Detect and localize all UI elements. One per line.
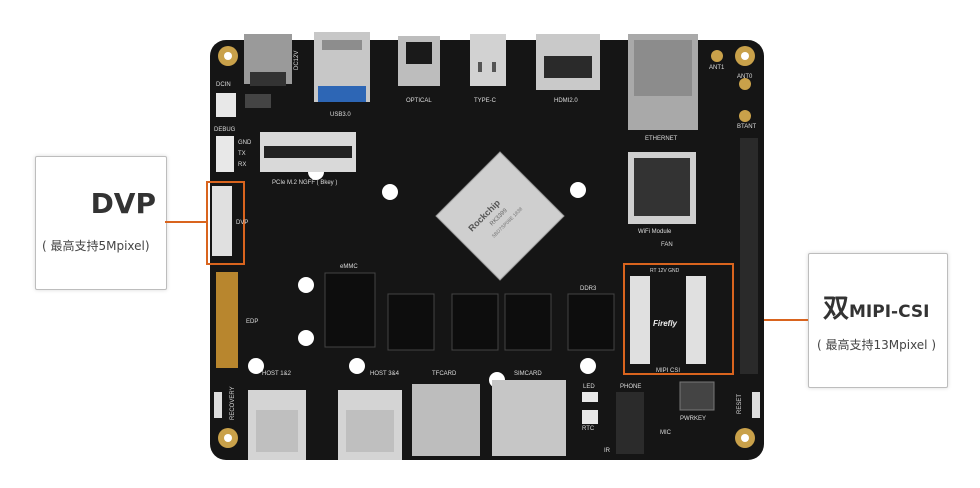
label-wifi: WiFi Module (638, 229, 672, 235)
mounting-hole-tl (218, 46, 238, 66)
label-typec: TYPE-C (474, 98, 497, 104)
label-rt12v: RT 12V GND (650, 268, 680, 274)
mipi-leader-line (733, 319, 808, 321)
label-pwrkey: PWRKEY (680, 416, 706, 422)
board-dot (298, 277, 314, 293)
label-phone: PHONE (620, 384, 641, 390)
label-host34: HOST 3&4 (370, 371, 400, 377)
label-ant1: ANT1 (709, 65, 725, 71)
dvp-callout: DVP ( 最高支持5Mpixel) (35, 156, 167, 290)
emmc-chip (324, 272, 376, 348)
label-ethernet: ETHERNET (645, 136, 678, 142)
mipi-csi-connector-2 (686, 276, 706, 364)
label-debug: DEBUG (214, 127, 236, 133)
label-dvp: DVP (236, 220, 248, 226)
label-fan: FAN (661, 242, 673, 248)
label-mic: MIC (660, 430, 672, 436)
reset-button (752, 392, 760, 418)
label-hdmi: HDMI2.0 (554, 98, 578, 104)
rtc-battery (582, 410, 598, 424)
typec-port (470, 34, 506, 86)
board-dot (382, 184, 398, 200)
board-dot (349, 358, 365, 374)
tfcard-slot (412, 384, 480, 456)
dvp-callout-subtitle: ( 最高支持5Mpixel) (42, 239, 150, 253)
label-usb3: USB3.0 (330, 112, 351, 118)
mipi-csi-connector-1 (630, 276, 650, 364)
dvp-highlight (206, 181, 245, 265)
label-reset: RESET (737, 394, 743, 414)
mipi-csi-highlight (623, 263, 734, 375)
phone-jack (616, 392, 644, 454)
dvp-connector (212, 186, 232, 256)
ddr3-chip-3 (504, 293, 552, 351)
label-led: LED (583, 384, 595, 390)
label-dc12v: DC12V (294, 51, 300, 70)
simcard-slot (492, 380, 566, 456)
mipi-callout: 双MIPI-CSI ( 最高支持13Mpixel ) (808, 253, 948, 388)
mipi-callout-title-main: MIPI-CSI (849, 302, 930, 322)
ddr3-chip-4 (567, 293, 615, 351)
label-pcie: PCIe M.2 NGFF ( Bkey ) (272, 180, 337, 186)
ddr3-chip-2 (451, 293, 499, 351)
pwrkey-button (679, 381, 715, 411)
label-mipi-csi: MIPI CSI (656, 368, 680, 374)
dcin-connector (216, 93, 236, 117)
label-tfcard: TFCARD (432, 371, 457, 377)
gpio-header (740, 138, 758, 374)
label-simcard: SIMCARD (514, 371, 542, 377)
mounting-hole-br (735, 428, 755, 448)
label-recovery: RECOVERY (230, 386, 236, 420)
label-gnd: GND (238, 140, 252, 146)
label-rx: RX (238, 162, 246, 168)
led-indicator (582, 392, 598, 402)
btant-connector (739, 110, 751, 122)
label-rtc: RTC (582, 426, 595, 432)
mipi-callout-subtitle: ( 最高支持13Mpixel ) (817, 338, 937, 352)
label-btant: BTANT (737, 124, 757, 130)
label-host12: HOST 1&2 (262, 371, 292, 377)
label-ddr3: DDR3 (580, 286, 597, 292)
ant1-connector (711, 50, 723, 62)
board-dot (570, 182, 586, 198)
ddr3-chip-1 (387, 293, 435, 351)
rk3399-soc: Rockchip RK3399 5BD7SP08E 1838 (435, 151, 565, 281)
label-emmc: eMMC (340, 264, 358, 270)
label-tx: TX (238, 151, 246, 157)
board-dot (248, 358, 264, 374)
label-dcin: DCIN (216, 82, 231, 88)
dvp-leader-line (165, 221, 207, 223)
mipi-callout-title: 双MIPI-CSI (823, 288, 929, 325)
recovery-button (214, 392, 222, 418)
dvp-callout-title: DVP (90, 187, 156, 220)
ant0-connector (739, 78, 751, 90)
edp-connector (216, 272, 238, 368)
label-ir: IR (604, 448, 611, 454)
board-dot (580, 358, 596, 374)
label-edp: EDP (246, 319, 258, 325)
mipi-callout-title-prefix: 双 (823, 294, 850, 324)
mounting-hole-tr (735, 46, 755, 66)
label-ant0: ANT0 (737, 74, 753, 80)
label-optical: OPTICAL (406, 98, 432, 104)
debug-connector (216, 136, 234, 172)
firefly-logo: Firefly (653, 319, 678, 328)
mounting-hole-bl (218, 428, 238, 448)
board-dot (298, 330, 314, 346)
